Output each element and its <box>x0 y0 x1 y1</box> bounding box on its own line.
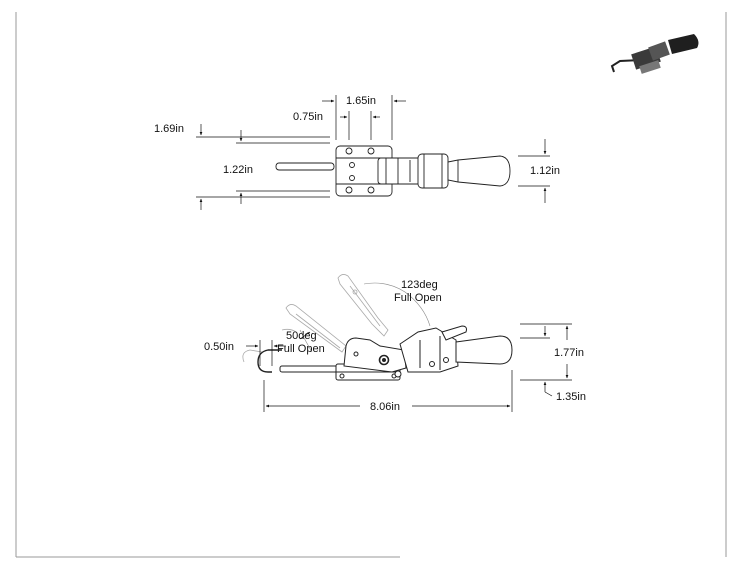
open-angle-label: 123deg <box>401 279 438 291</box>
dim-rod-offset: 1.22in <box>223 164 253 176</box>
isometric-thumbnail <box>610 34 699 74</box>
side-view-clamp <box>257 325 513 381</box>
dim-side-height: 1.77in <box>554 347 584 359</box>
side-view-angle-annotations <box>299 282 431 353</box>
dim-overall-height: 1.69in <box>154 123 184 135</box>
dim-overall-length: 8.06in <box>370 401 400 413</box>
partial-position-label: Full Open <box>277 343 325 355</box>
dim-hook-offset: 0.50in <box>204 341 234 353</box>
side-view-dimension-lines <box>246 323 572 412</box>
partial-angle-label: 50deg <box>286 330 317 342</box>
dim-handle-height: 1.12in <box>530 165 560 177</box>
sheet-border <box>15 12 727 558</box>
dim-width-top: 1.65in <box>346 95 376 107</box>
side-view-phantom-positions <box>242 274 389 363</box>
open-position-label: Full Open <box>394 292 442 304</box>
dim-hole-spacing: 0.75in <box>293 111 323 123</box>
top-view-dimension-lines <box>196 95 550 210</box>
dim-handle-offset: 1.35in <box>556 391 586 403</box>
top-view <box>275 145 511 197</box>
